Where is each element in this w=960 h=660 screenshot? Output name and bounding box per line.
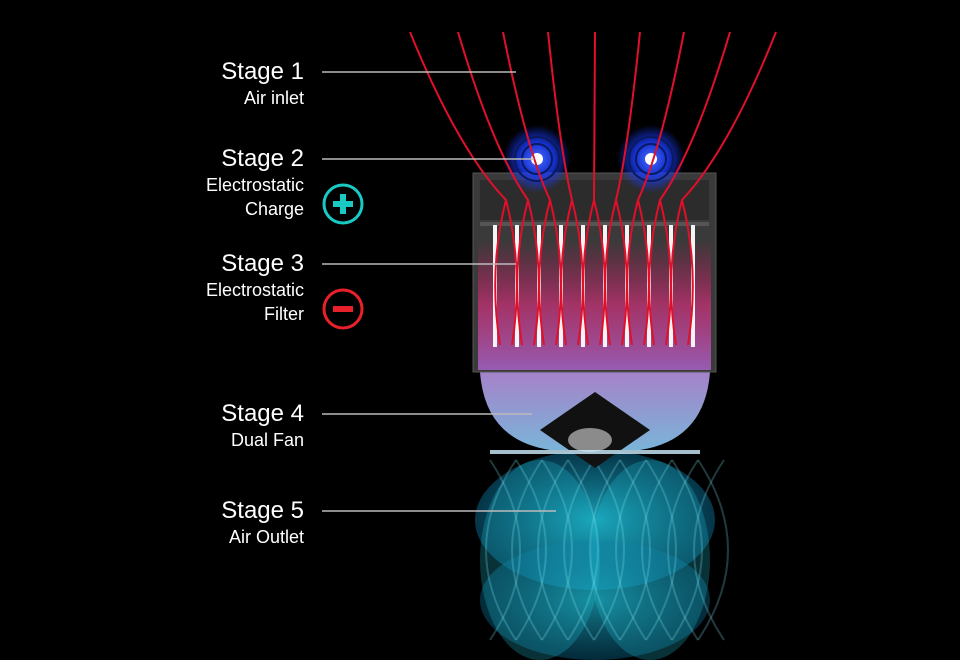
outlet-flow-line	[489, 459, 521, 641]
stage-title: Stage 5	[221, 497, 304, 524]
stage-title: Stage 3	[221, 250, 304, 277]
outlet-flow-line	[567, 459, 599, 641]
airflow-line	[582, 31, 606, 346]
stage-title: Stage 4	[221, 400, 304, 427]
outlet-flow-line	[563, 459, 595, 641]
airflow-line	[547, 31, 584, 346]
outlet-flow-line	[593, 459, 625, 641]
ionizer-left	[503, 125, 571, 193]
outlet-flow-line	[645, 459, 677, 641]
outlet-flow-line	[619, 459, 651, 641]
stage-5-label: Stage 5 Air Outlet	[221, 497, 304, 549]
airflow-line	[648, 31, 731, 346]
stage-description: Air Outlet	[228, 527, 304, 547]
airflow-line	[409, 31, 518, 346]
stage-description: Electrostatic	[205, 280, 304, 300]
air-inlet-flow	[409, 31, 777, 346]
stage-description: Dual Fan	[230, 430, 304, 450]
stage-1-label: Stage 1 Air inlet	[221, 58, 304, 110]
stage-4-label: Stage 4 Dual Fan	[221, 400, 304, 452]
dual-fan	[480, 372, 710, 468]
stage-description: Charge	[244, 199, 304, 219]
outlet-flow-line	[667, 459, 699, 641]
airflow-line	[457, 31, 540, 346]
airflow-line	[670, 31, 777, 346]
stage-description: Air inlet	[243, 88, 304, 108]
plus-circle-icon	[322, 183, 364, 225]
outlet-flow-line	[615, 459, 647, 641]
outlet-flow-line	[515, 459, 547, 641]
stage-3-label: Stage 3 Electrostatic Filter	[206, 250, 304, 326]
air-outlet-flow	[475, 450, 729, 660]
stage-2-label: Stage 2 Electrostatic Charge	[206, 145, 304, 221]
stage-title: Stage 2	[221, 145, 304, 172]
airflow-line	[502, 31, 562, 346]
ionizer-right	[617, 125, 685, 193]
outlet-flow-line	[541, 459, 573, 641]
airflow-line	[626, 31, 685, 346]
outlet-flow-line	[485, 459, 517, 641]
outlet-flow-line	[693, 459, 725, 641]
minus-circle-icon	[322, 288, 364, 330]
outlet-flow-line	[537, 459, 569, 641]
stage-description: Electrostatic	[205, 175, 304, 195]
outlet-flow-line	[641, 459, 673, 641]
stage-description: Filter	[264, 304, 304, 324]
outlet-flow-line	[511, 459, 543, 641]
airflow-line	[604, 31, 641, 346]
outlet-flow-line	[697, 459, 729, 641]
outlet-flow-line	[589, 459, 621, 641]
stage-title: Stage 1	[221, 58, 304, 85]
outlet-flow-line	[671, 459, 703, 641]
